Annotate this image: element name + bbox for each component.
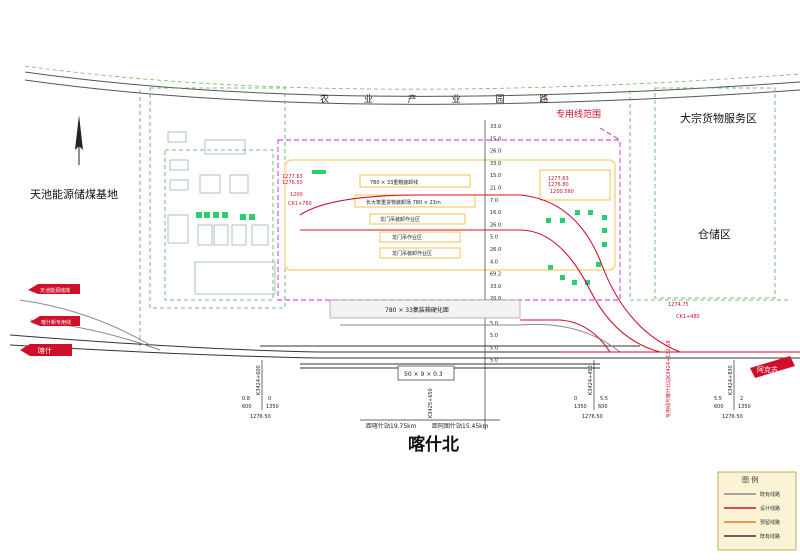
svg-text:1274.75: 1274.75 <box>668 302 689 308</box>
platform-label: 50 × 9 × 0.3 <box>404 371 443 378</box>
track-spacing-label: 7.0 <box>490 198 498 204</box>
yard-frame <box>284 159 616 271</box>
svg-text:专用线与喀什北站K3424+132.18: 专用线与喀什北站K3424+132.18 <box>665 340 672 418</box>
track-spacing-label: 20.0 <box>490 296 501 302</box>
bulk-area-label: 长大笨重货物装卸场 780 × 23m <box>366 199 441 206</box>
mileage-value: 2 <box>740 396 743 402</box>
dist-right: 距阿图什站15.45km <box>432 422 489 430</box>
svg-text:阿克苏: 阿克苏 <box>757 365 778 374</box>
track-spacing-label: 5.0 <box>490 321 498 327</box>
legend-label: 设计线路 <box>760 505 780 512</box>
track-spacing-label: 5.0 <box>490 235 498 241</box>
special-line-label: 专用线范围 <box>556 108 601 120</box>
left-buildings <box>167 131 276 295</box>
svg-text:喀什: 喀什 <box>38 346 52 355</box>
mileage-value: 1350 <box>574 404 587 410</box>
track-spacing-label: 16.0 <box>490 210 501 216</box>
mileage-value: 600 <box>598 404 608 410</box>
mileage-value: 600 <box>242 404 252 410</box>
special-line-boundary <box>277 127 621 301</box>
track-spacing-label: 4.0 <box>490 259 498 265</box>
mileage-elevation: 1276.50 <box>250 414 271 420</box>
mileage-name: K3424+450 <box>588 365 594 395</box>
mileage-elevation: 1276.50 <box>722 414 743 420</box>
loading-track-label: 780 × 33重箱装卸线 <box>370 179 418 186</box>
mileage-value: 5.5 <box>600 396 608 402</box>
hard-area-label: 780 × 33集装箱硬化面 <box>385 306 449 314</box>
track-spacing-label: 21.0 <box>490 186 501 192</box>
mileage-markers: K3424+600 0.8 0 600 1350 1276.50 K3424+450 0 5.5… <box>242 360 751 420</box>
direction-arrow-coal[interactable]: 天池能源储煤 <box>28 284 80 294</box>
north-road: 农 业 产 业 园 路 <box>24 65 800 105</box>
mileage-value: 1350 <box>738 404 751 410</box>
north-arrow-icon <box>75 115 83 165</box>
station-name: 喀什北 <box>408 434 459 455</box>
gantry-area-label-3: 龙门吊装卸作业区 <box>392 250 432 257</box>
mileage-elevation: 1276.50 <box>582 414 603 420</box>
svg-text:1200.560: 1200.560 <box>550 189 574 195</box>
svg-text:CK1+760: CK1+760 <box>288 201 312 207</box>
svg-text:1277.63: 1277.63 <box>282 174 303 180</box>
mileage-name: K3424+830 <box>728 365 734 395</box>
track-spacing-label: 5.0 <box>490 345 498 351</box>
track-spacing-label: 26.0 <box>490 222 501 228</box>
storage-label: 仓储区 <box>698 227 731 241</box>
direction-arrow-newline[interactable]: 喀什新专用线 <box>30 316 80 326</box>
track-spacing-label: 33.0 <box>490 284 501 290</box>
track-spacing-label: 26.0 <box>490 149 501 155</box>
legend-title: 图 例 <box>742 475 758 484</box>
station-mileage: K3425+650 <box>428 388 434 418</box>
green-storage-blocks <box>196 170 607 285</box>
direction-arrow-aksu[interactable]: 阿克苏 <box>750 356 795 378</box>
track-spacing-labels: 33.0 15.0 26.0 33.0 15.0 21.0 7.0 16.0 26.0 5.0 26… <box>490 124 501 364</box>
svg-text:1277.63: 1277.63 <box>548 176 569 182</box>
red-annotations: 1277.63 1276.50 1200 CK1+760 1277.63 127… <box>282 174 700 418</box>
track-spacing-label: 69.2 <box>490 272 501 278</box>
legend-label: 既有线路 <box>760 491 780 498</box>
mileage-name: K3424+600 <box>256 365 262 395</box>
cargo-service-label: 大宗货物服务区 <box>680 111 757 125</box>
mileage-value: 0.8 <box>242 396 250 402</box>
legend-label: 预留线路 <box>760 519 780 526</box>
hard-area-block <box>329 299 521 319</box>
track-spacing-label: 26.0 <box>490 247 501 253</box>
legend-label: 既有线路 <box>760 533 780 540</box>
svg-text:1276.80: 1276.80 <box>548 182 569 188</box>
mileage-value: 0 <box>574 396 577 402</box>
svg-text:1276.50: 1276.50 <box>282 180 303 186</box>
track-spacing-label: 15.0 <box>490 173 501 179</box>
track-spacing-label: 15.0 <box>490 136 501 142</box>
design-special-lines <box>299 194 800 353</box>
track-spacing-label: 5.0 <box>490 358 498 364</box>
mileage-value: 600 <box>714 404 724 410</box>
svg-text:1200: 1200 <box>290 192 303 198</box>
dist-left: 距喀什站19.75km <box>366 422 417 430</box>
mileage-value: 0 <box>268 396 271 402</box>
platform-box <box>397 365 455 381</box>
svg-text:CK1+480: CK1+480 <box>676 314 700 320</box>
track-spacing-label: 33.0 <box>490 124 501 130</box>
gantry-area-label-1: 龙门吊装卸作业区 <box>380 216 420 223</box>
mileage-value: 5.5 <box>714 396 722 402</box>
gantry-area-label-2: 龙门吊作业区 <box>392 234 422 241</box>
coal-base-label: 天池能源储煤基地 <box>30 187 118 201</box>
road-label: 农 业 产 业 园 路 <box>320 93 564 105</box>
mileage-value: 1350 <box>266 404 279 410</box>
svg-text:喀什新专用线: 喀什新专用线 <box>41 319 71 326</box>
track-spacing-label: 33.0 <box>490 161 501 167</box>
svg-text:天池能源储煤: 天池能源储煤 <box>40 287 70 294</box>
track-spacing-label: 5.0 <box>490 333 498 339</box>
direction-arrow-kashgar[interactable]: 喀什 <box>20 344 72 356</box>
